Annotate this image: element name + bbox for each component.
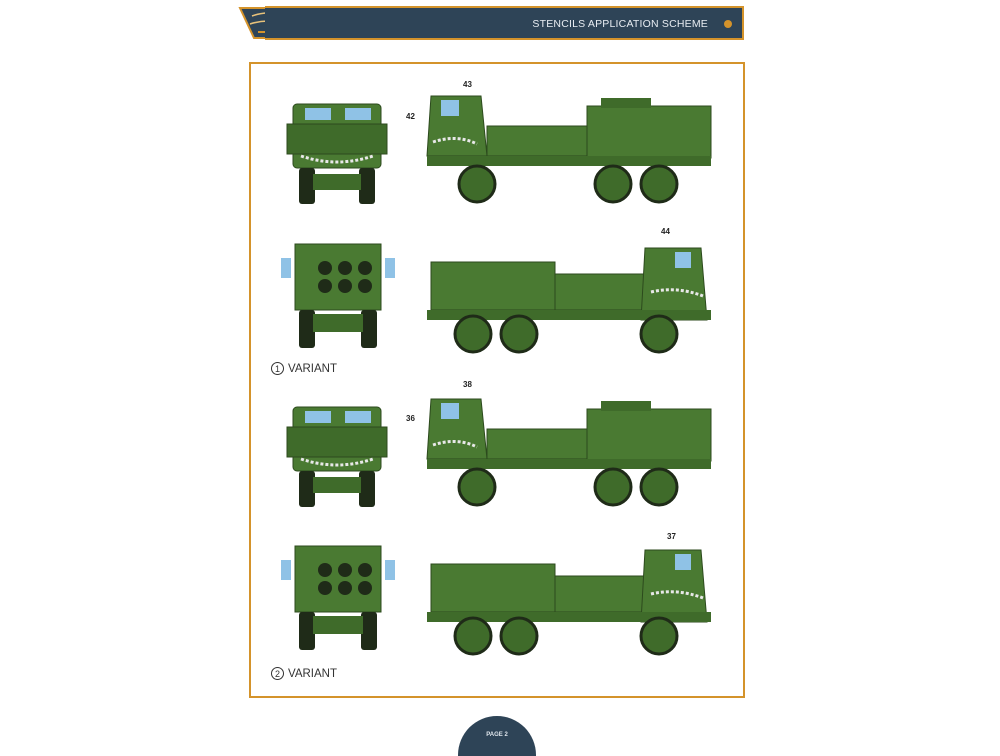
vehicle-row-3 — [286, 398, 712, 507]
variant-label-2: 2 VARIANT — [271, 667, 337, 680]
truck-side-view-icon — [427, 247, 711, 354]
header-title: STENCILS APPLICATION SCHEME — [532, 18, 708, 30]
callout-label: 37 — [667, 532, 676, 541]
callout-label: 42 — [406, 112, 415, 121]
truck-rear-view-icon — [281, 243, 395, 348]
variant-text: VARIANT — [288, 667, 337, 680]
truck-side-view-icon — [426, 95, 712, 204]
variant-number: 1 — [271, 362, 284, 375]
vehicle-row-2 — [281, 243, 711, 354]
callout-label: 38 — [463, 380, 472, 389]
variant-label-1: 1 VARIANT — [271, 362, 337, 375]
vehicle-row-4 — [281, 545, 711, 656]
callout-label: 44 — [661, 227, 670, 236]
callout-label: 36 — [406, 414, 415, 423]
header-dot-icon — [724, 20, 732, 28]
truck-side-view-icon — [427, 549, 711, 656]
variant-number: 2 — [271, 667, 284, 680]
variant-text: VARIANT — [288, 362, 337, 375]
truck-front-view-icon — [286, 406, 388, 507]
scheme-frame: 42 43 44 1 VARIANT — [249, 62, 745, 698]
page-number: PAGE 2 — [486, 732, 508, 738]
truck-front-view-icon — [286, 103, 388, 204]
truck-rear-view-icon — [281, 545, 395, 650]
page-number-tab: PAGE 2 — [458, 716, 536, 756]
callout-label: 43 — [463, 80, 472, 89]
truck-side-view-icon — [426, 398, 712, 507]
vehicle-row-1 — [286, 95, 712, 204]
header-bar: STENCILS APPLICATION SCHEME — [265, 6, 744, 40]
